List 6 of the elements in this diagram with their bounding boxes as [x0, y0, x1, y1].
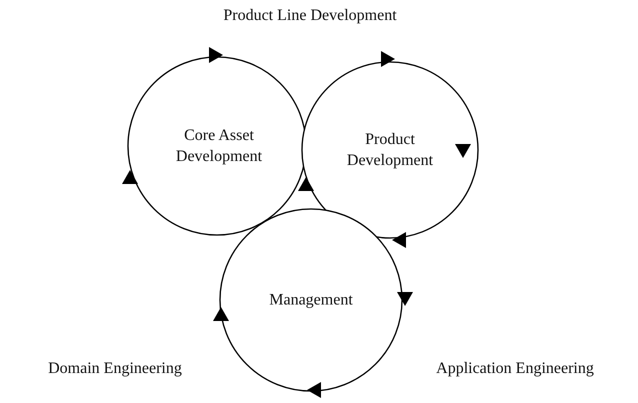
circle-label: Core Asset Development — [174, 126, 264, 167]
cycle-label: Product Line Development — [223, 7, 397, 25]
cycle-label: Application Engineering — [436, 360, 594, 378]
circle-label: Product Development — [346, 130, 434, 171]
circle-label: Management — [269, 290, 353, 310]
cycle-label: Domain Engineering — [48, 360, 182, 378]
